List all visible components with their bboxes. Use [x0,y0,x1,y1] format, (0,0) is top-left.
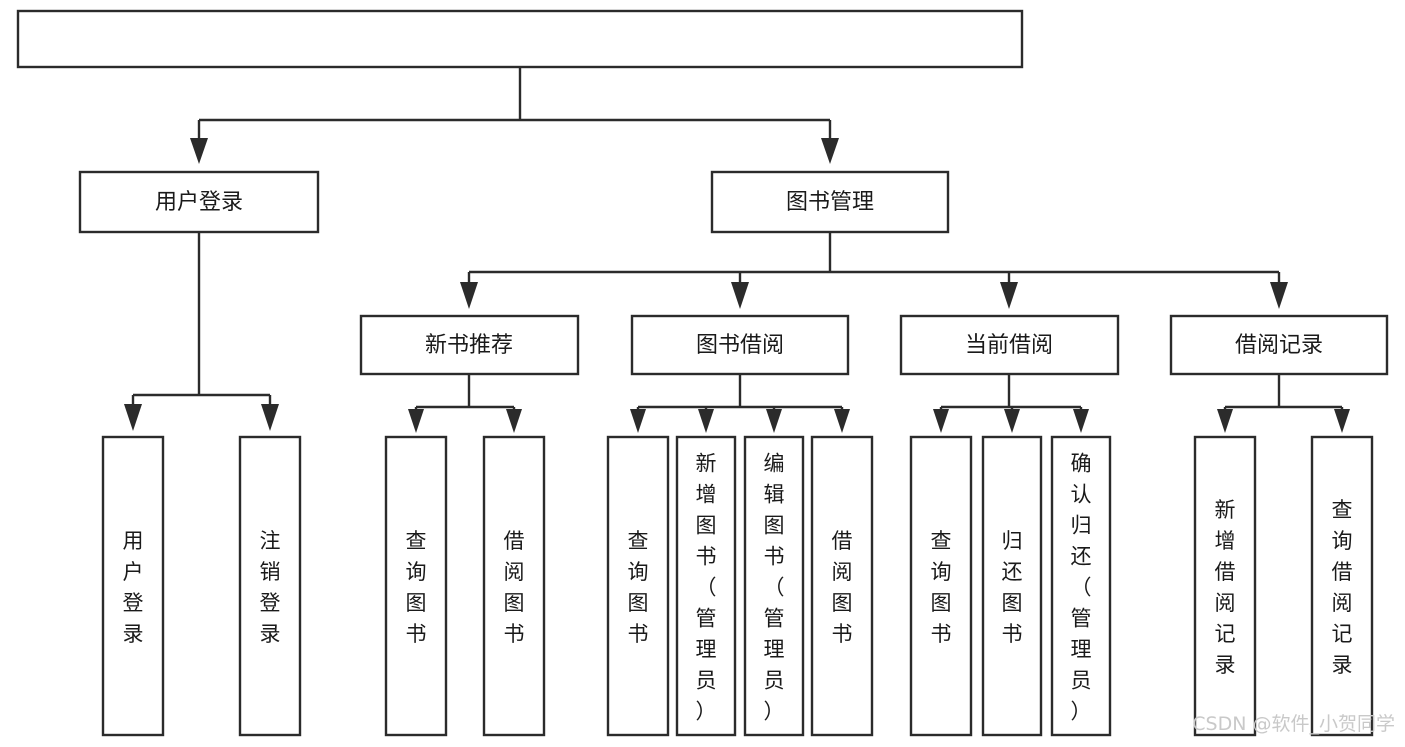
arrowhead-leaf-borrow-book-2 [834,409,850,433]
arrowhead-leaf-query-book-3 [933,409,949,433]
leaf-add-borrow-record-box[interactable] [1193,435,1257,737]
leaf-query-book-newbook[interactable]: 查询图书 [384,435,448,737]
leaf-query-book-current[interactable]: 查询图书 [909,435,973,737]
connector-layer [124,67,1350,433]
node-user-login[interactable]: 用户登录 [78,170,320,234]
leaf-add-book-admin[interactable]: 新增图书（管理员） [675,435,737,737]
leaf-return-book-box[interactable] [981,435,1043,737]
arrowhead-user-login [190,138,208,164]
arrowhead-leaf-borrow-book-1 [506,409,522,433]
leaf-edit-book-admin-box[interactable] [743,435,805,737]
leaf-query-book-borrow-label: 查询图书 [628,529,649,646]
leaf-user-login-label: 用户登录 [123,529,144,646]
leaf-borrow-book-borrow-label: 借阅图书 [832,529,853,646]
leaf-borrow-book-borrow-box[interactable] [810,435,874,737]
arrowhead-newbook [460,282,478,309]
node-borrow-record-box[interactable] [1169,314,1389,376]
arrowhead-leaf-add-book [698,409,714,433]
arrowhead-borrow [731,282,749,309]
node-book-borrow-box[interactable] [630,314,850,376]
leaf-add-borrow-record-label: 新增借阅记录 [1215,498,1236,677]
leaf-confirm-return-admin-label: 确认归还（管理员） [1071,452,1092,724]
leaf-add-borrow-record[interactable]: 新增借阅记录 [1193,435,1257,737]
node-user-login-box[interactable] [78,170,320,234]
arrowhead-leaf-query-record [1334,409,1350,433]
leaf-query-book-newbook-box[interactable] [384,435,448,737]
node-book-management-box[interactable] [710,170,950,234]
node-book-management[interactable]: 图书管理 [710,170,950,234]
node-root-box[interactable] [16,9,1024,69]
arrowhead-current-borrow [1000,282,1018,309]
leaf-borrow-book-newbook-box[interactable] [482,435,546,737]
arrowhead-leaf-edit-book [766,409,782,433]
leaf-logout[interactable]: 注销登录 [238,435,302,737]
leaf-logout-label: 注销登录 [260,529,281,646]
leaf-query-book-newbook-label: 查询图书 [406,529,427,646]
leaf-borrow-book-borrow[interactable]: 借阅图书 [810,435,874,737]
node-root-system[interactable] [16,9,1024,69]
node-new-book-recommend-label: 新书推荐 [425,333,513,358]
node-current-borrow-label: 当前借阅 [965,333,1053,358]
node-current-borrow[interactable]: 当前借阅 [899,314,1120,376]
arrowhead-book-mgmt [821,138,839,164]
leaf-add-book-admin-label: 新增图书（管理员） [696,452,717,724]
leaf-query-book-borrow-box[interactable] [606,435,670,737]
leaf-return-book[interactable]: 归还图书 [981,435,1043,737]
arrowhead-leaf-query-book-2 [630,409,646,433]
leaf-add-book-admin-box[interactable] [675,435,737,737]
leaf-query-borrow-record-label: 查询借阅记录 [1332,498,1353,677]
node-borrow-record[interactable]: 借阅记录 [1169,314,1389,376]
arrowhead-borrow-record [1270,282,1288,309]
leaf-edit-book-admin[interactable]: 编辑图书（管理员） [743,435,805,737]
node-user-login-label: 用户登录 [155,190,243,215]
leaf-confirm-return-admin-box[interactable] [1050,435,1112,737]
node-book-borrow-label: 图书借阅 [696,333,784,358]
leaf-query-book-current-label: 查询图书 [931,529,952,646]
leaf-edit-book-admin-label: 编辑图书（管理员） [764,452,785,724]
node-new-book-recommend-box[interactable] [359,314,580,376]
leaf-borrow-book-newbook[interactable]: 借阅图书 [482,435,546,737]
leaf-confirm-return-admin[interactable]: 确认归还（管理员） [1050,435,1112,737]
arrowhead-leaf-confirm-return [1073,409,1089,433]
node-new-book-recommend[interactable]: 新书推荐 [359,314,580,376]
node-book-borrow[interactable]: 图书借阅 [630,314,850,376]
leaf-user-login[interactable]: 用户登录 [101,435,165,737]
leaf-return-book-label: 归还图书 [1002,529,1023,646]
node-borrow-record-label: 借阅记录 [1235,333,1323,358]
leaf-query-book-borrow[interactable]: 查询图书 [606,435,670,737]
leaf-borrow-book-newbook-label: 借阅图书 [504,529,525,646]
node-current-borrow-box[interactable] [899,314,1120,376]
leaf-user-login-box[interactable] [101,435,165,737]
arrowhead-leaf-user-login [124,404,142,431]
arrowhead-leaf-logout [261,404,279,431]
arrowhead-leaf-query-book-1 [408,409,424,433]
arrowhead-leaf-return-book [1004,409,1020,433]
leaf-query-borrow-record[interactable]: 查询借阅记录 [1310,435,1374,737]
leaf-logout-box[interactable] [238,435,302,737]
node-book-management-label: 图书管理 [786,190,874,215]
csdn-watermark: CSDN @软件_小贺同学 [1192,713,1395,735]
leaf-query-borrow-record-box[interactable] [1310,435,1374,737]
leaf-query-book-current-box[interactable] [909,435,973,737]
arrowhead-leaf-add-record [1217,409,1233,433]
